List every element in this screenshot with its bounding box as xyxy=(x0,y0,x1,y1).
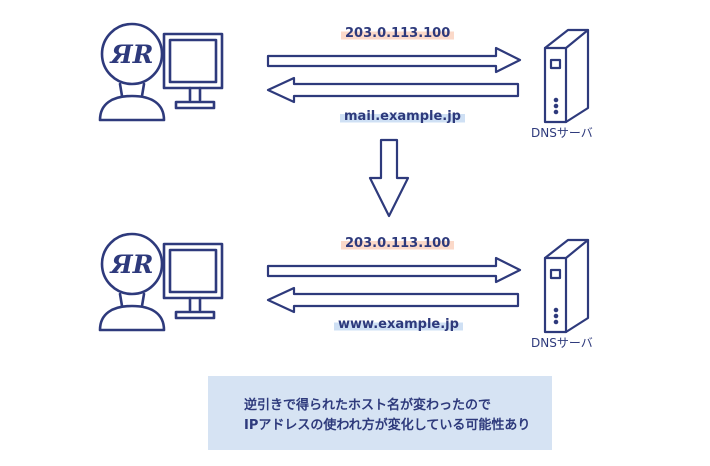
note-line-2: IPアドレスの使われ方が変化している可能性あり xyxy=(244,418,531,433)
dns-server-icon xyxy=(543,238,590,334)
query-arrow-right xyxy=(266,46,522,74)
user-person-icon xyxy=(98,232,166,332)
user-person-icon xyxy=(98,22,166,122)
dns-server-label: DNSサーバ xyxy=(531,126,593,140)
computer-monitor-icon xyxy=(162,242,224,320)
dns-server-icon xyxy=(543,28,590,124)
ip-address-label: 203.0.113.100 xyxy=(341,26,455,41)
response-arrow-left xyxy=(266,76,520,104)
dns-server-label: DNSサーバ xyxy=(531,336,593,350)
query-arrow-right xyxy=(266,256,522,284)
ip-address-label: 203.0.113.100 xyxy=(341,236,455,251)
note-box: 逆引きで得られたホスト名が変わったので IPアドレスの使われ方が変化している可能… xyxy=(208,376,552,450)
hostname-label: www.example.jp xyxy=(334,317,463,332)
down-arrow-icon xyxy=(368,138,410,218)
note-line-1: 逆引きで得られたホスト名が変わったので xyxy=(244,398,492,413)
hostname-label: mail.example.jp xyxy=(340,109,465,124)
computer-monitor-icon xyxy=(162,32,224,110)
response-arrow-left xyxy=(266,286,520,314)
